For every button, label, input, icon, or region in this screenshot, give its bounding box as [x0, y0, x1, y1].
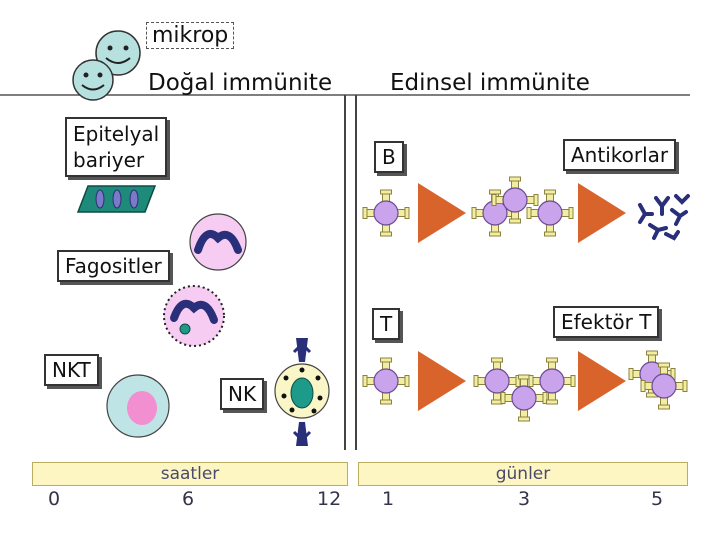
t-cell-clone-2-icon	[500, 374, 548, 422]
hours-tick-12: 12	[317, 488, 342, 510]
b-cell-naive-icon	[362, 189, 410, 237]
adaptive-immunity-heading: Edinsel immünite	[390, 70, 590, 96]
t-cell-clone-1-icon	[473, 357, 521, 405]
t-cell-label: T	[372, 308, 401, 340]
phagocyte-cell-icon	[189, 213, 247, 271]
hours-tick-0: 0	[48, 488, 61, 510]
hours-timeline-band: saatler	[32, 462, 348, 486]
t-cell-clone-3-icon	[528, 357, 576, 405]
microbe-label: mikrop	[146, 22, 235, 49]
days-tick-5: 5	[651, 488, 664, 510]
epithelial-barrier-icon	[76, 185, 157, 213]
nkt-label: NKT	[44, 354, 99, 386]
days-tick-3: 3	[518, 488, 531, 510]
epithelial-barrier-label: Epitelyal bariyer	[65, 117, 168, 177]
t-cell-naive-icon	[362, 357, 410, 405]
phagocytes-label: Fagositler	[57, 250, 170, 282]
effector-t-label: Efektör T	[553, 306, 660, 338]
b-cell-label: B	[374, 141, 404, 173]
b-cell-clone-3-icon	[526, 189, 574, 237]
innate-immunity-heading: Doğal immünite	[148, 70, 333, 96]
antibodies-label: Antikorlar	[563, 139, 677, 171]
effector-t-cell-2-icon	[640, 362, 688, 410]
macrophage-cell-icon	[163, 285, 225, 347]
hours-tick-6: 6	[182, 488, 195, 510]
nkt-cell-icon	[106, 374, 170, 438]
nk-label: NK	[220, 378, 265, 410]
days-tick-1: 1	[382, 488, 395, 510]
antibodies-icon	[638, 194, 690, 241]
microbe-smiley-icon	[72, 30, 141, 101]
b-cell-clone-2-icon	[491, 176, 539, 224]
days-timeline-band: günler	[358, 462, 688, 486]
nk-cell-icon	[274, 338, 330, 446]
